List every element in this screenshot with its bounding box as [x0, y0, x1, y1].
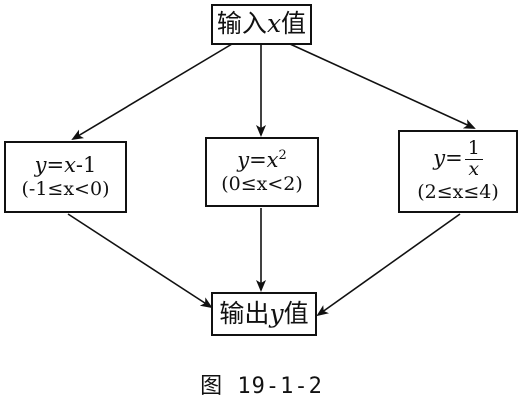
- arrow-right-to-output: [316, 213, 461, 317]
- branch-left-condition: (-1≤x<0): [21, 178, 110, 201]
- arrow-left-to-output: [67, 213, 213, 309]
- branch-left-formula: y=x-1: [34, 153, 97, 177]
- figure-caption: 图 19-1-2: [200, 374, 323, 399]
- input-box: 输入x值: [211, 4, 312, 45]
- branch-right-condition: (2≤x≤4): [417, 181, 499, 204]
- branch-middle-formula: y=x2: [237, 148, 287, 172]
- input-box-label: 输入x值: [216, 9, 307, 39]
- output-box-label: 输出y值: [219, 298, 309, 328]
- arrow-input-to-left: [71, 43, 233, 141]
- arrow-input-to-right: [289, 43, 476, 129]
- output-box: 输出y值: [211, 292, 317, 336]
- branch-middle-box: y=x2 (0≤x<2): [205, 137, 319, 207]
- branch-middle-condition: (0≤x<2): [221, 173, 303, 196]
- branch-left-box: y=x-1 (-1≤x<0): [4, 141, 127, 213]
